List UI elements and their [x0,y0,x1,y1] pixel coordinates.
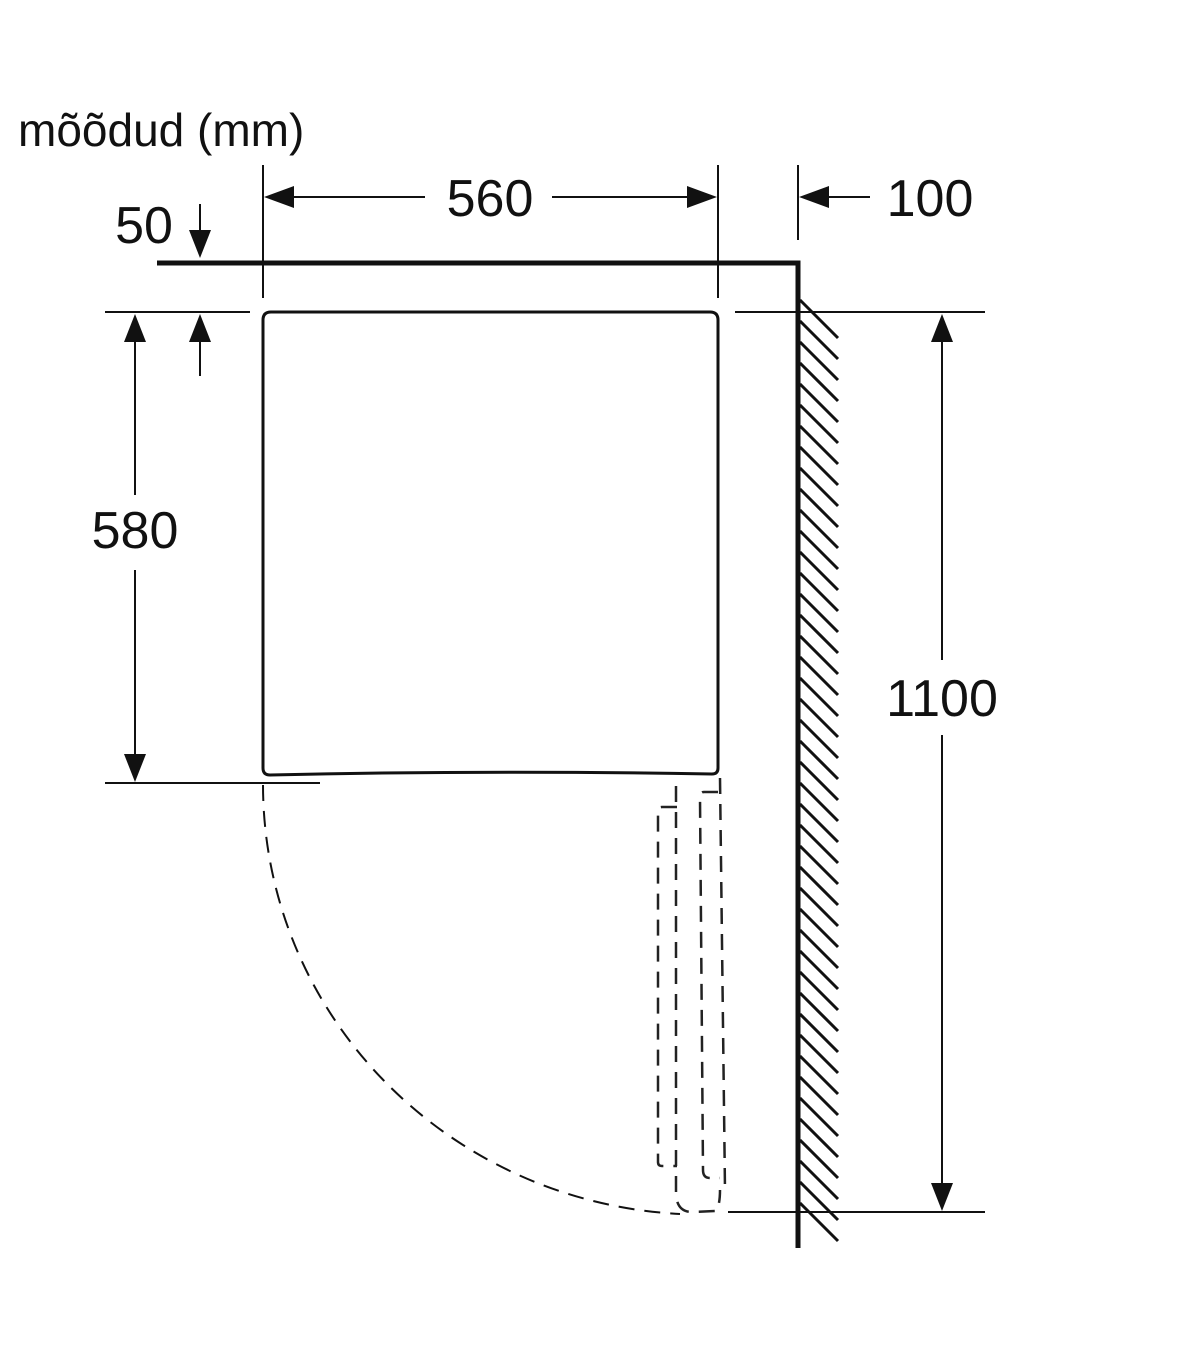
wall [157,260,840,1248]
hatch-line [798,466,840,508]
hatch-line [798,1054,840,1096]
hatch-line [798,928,840,970]
hatch-line [798,949,840,991]
hatch-line [798,739,840,781]
hatch-line [798,760,840,802]
hatch-line [798,634,840,676]
hatch-line [798,1138,840,1180]
hatch-line [798,991,840,1033]
depth-label: 580 [92,502,179,560]
door-swing-arc [262,784,681,1215]
hatch-line [798,424,840,466]
door-open-label: 1100 [886,670,998,728]
hatch-line [798,1117,840,1159]
depth-dimension [124,314,146,782]
hatch-line [798,655,840,697]
hatch-line [798,445,840,487]
hatch-line [798,298,840,340]
top-gap-dimension [189,204,211,376]
hatch-line [798,592,840,634]
hatch-line [798,319,840,361]
hatch-line [798,970,840,1012]
hatch-line [798,487,840,529]
hatch-line [798,361,840,403]
hatch-line [798,571,840,613]
hatch-line [798,550,840,592]
hatch-line [798,823,840,865]
hatch-line [798,781,840,823]
hatch-line [798,1033,840,1075]
door-open-dimension [931,314,953,1211]
top-gap-label: 50 [115,197,173,255]
hatch-line [798,886,840,928]
wall-hatching [798,298,840,1243]
hatch-line [798,1012,840,1054]
hatch-line [798,1159,840,1201]
hatch-line [798,865,840,907]
hatch-line [798,844,840,886]
appliance-body [261,310,720,777]
hatch-line [798,907,840,949]
hatch-line [798,529,840,571]
diagram-title: mõõdud (mm) [18,104,304,156]
hatch-line [798,340,840,382]
hatch-line [798,676,840,718]
hatch-line [798,382,840,424]
hatch-line [798,718,840,760]
hatch-line [798,403,840,445]
width-label: 560 [447,170,534,228]
hatch-line [798,697,840,739]
open-door-outline [656,777,727,1214]
extension-lines [105,165,985,1213]
wall-gap-dimension [799,186,870,208]
hatch-line [798,1180,840,1222]
hatch-line [798,508,840,550]
hatch-line [798,613,840,655]
wall-gap-label: 100 [887,170,974,228]
hatch-line [798,802,840,844]
hatch-line [798,1201,840,1243]
hatch-line [798,1096,840,1138]
width-dimension [264,186,717,208]
hatch-line [798,1075,840,1117]
